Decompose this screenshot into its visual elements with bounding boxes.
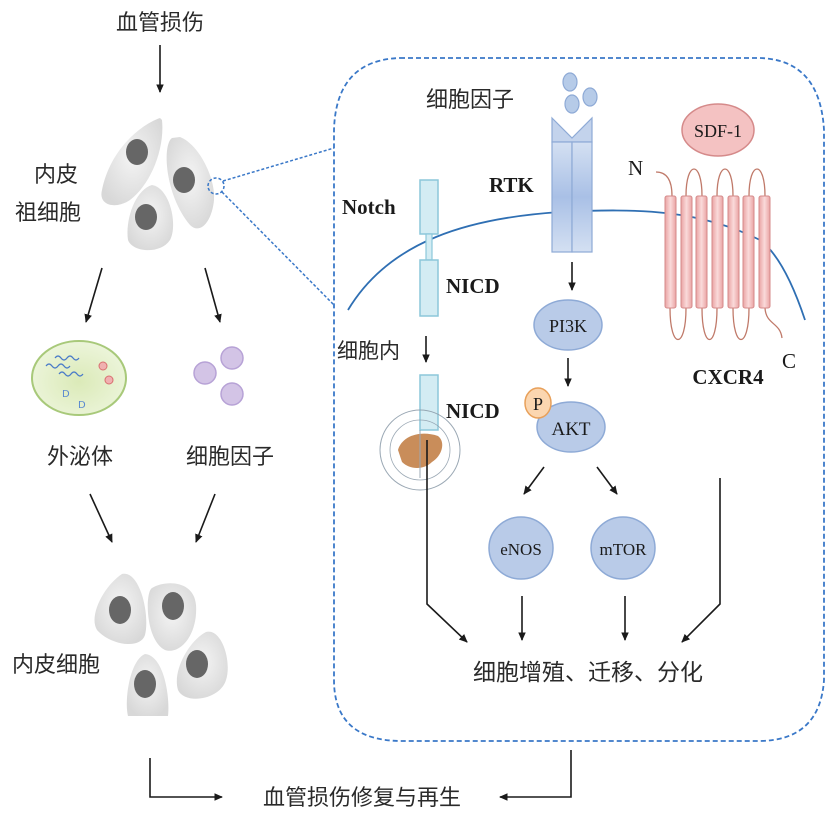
zoom-focus-circle (207, 177, 225, 195)
exosome-label: 外泌体 (47, 445, 113, 470)
akt-node (536, 401, 606, 453)
intracellular-label: 细胞内 (337, 339, 400, 363)
progenitor-label-line2: 祖细胞 (15, 201, 81, 226)
cytokine-label-left: 细胞因子 (186, 445, 274, 470)
vascular-injury-title: 血管损伤 (116, 11, 204, 36)
nicd-lower-label: NICD (446, 399, 500, 423)
svg-text:D: D (78, 400, 86, 411)
cxcr4-receptor (655, 168, 783, 341)
nucleus (186, 650, 208, 678)
watermark-seal-icon (379, 409, 461, 491)
bracket-left (149, 758, 223, 801)
arrow-akt-to-enos (523, 466, 545, 495)
outcome-label: 细胞增殖、迁移、分化 (473, 660, 703, 686)
notch-label: Notch (342, 195, 396, 219)
nucleus (134, 670, 156, 698)
phosphate-node (524, 387, 552, 419)
nucleus (162, 592, 184, 620)
enos-node (488, 516, 554, 580)
rtk-label: RTK (489, 173, 534, 197)
pi3k-label: PI3K (549, 316, 587, 336)
nucleus (126, 139, 148, 165)
progenitor-label-line1: 内皮 (34, 163, 78, 188)
c-terminal-label: C (782, 349, 796, 373)
rtk-receptor (551, 116, 593, 253)
repair-regeneration-label: 血管损伤修复与再生 (263, 786, 461, 811)
zoom-connector-bottom (221, 191, 335, 306)
notch-receptor (419, 179, 439, 317)
arrow-to-cytokine (204, 267, 222, 323)
sdf1-label: SDF-1 (694, 121, 742, 141)
svg-text:D: D (62, 389, 70, 400)
exosome-icon: D D (31, 340, 127, 416)
mtor-label: mTOR (600, 540, 648, 559)
arrow-akt-to-mtor (596, 466, 618, 495)
cytokine-ligands (562, 72, 598, 114)
cxcr4-label: CXCR4 (692, 365, 764, 389)
endothelial-label: 内皮细胞 (12, 653, 100, 678)
nucleus (135, 204, 157, 230)
zoom-connector-top (222, 147, 335, 182)
nicd-upper-label: NICD (446, 274, 500, 298)
arrow-cytokine-to-endothelial (195, 493, 216, 543)
cytokine-icon (193, 346, 244, 406)
arrow-cxcr4-to-outcome (681, 478, 721, 643)
sdf1-node (681, 103, 755, 157)
nucleus (109, 596, 131, 624)
endothelial-cells (94, 573, 228, 716)
progenitor-cells (101, 118, 215, 251)
phosphate-label: P (533, 394, 543, 414)
pi3k-node (533, 299, 603, 351)
detail-dashed-border (333, 57, 825, 742)
arrow-to-exosome (84, 267, 103, 323)
bracket-right (499, 750, 572, 801)
nucleus (173, 167, 195, 193)
arrow-exosome-to-endothelial (89, 493, 113, 543)
nicd-intracellular (419, 374, 439, 431)
cytokine-label-detail: 细胞因子 (426, 88, 514, 113)
enos-label: eNOS (500, 540, 542, 559)
cell-membrane (347, 209, 806, 321)
n-terminal-label: N (628, 156, 643, 180)
akt-label: AKT (551, 419, 590, 440)
mtor-node (590, 516, 656, 580)
arrow-nicd-to-outcome (426, 440, 468, 643)
